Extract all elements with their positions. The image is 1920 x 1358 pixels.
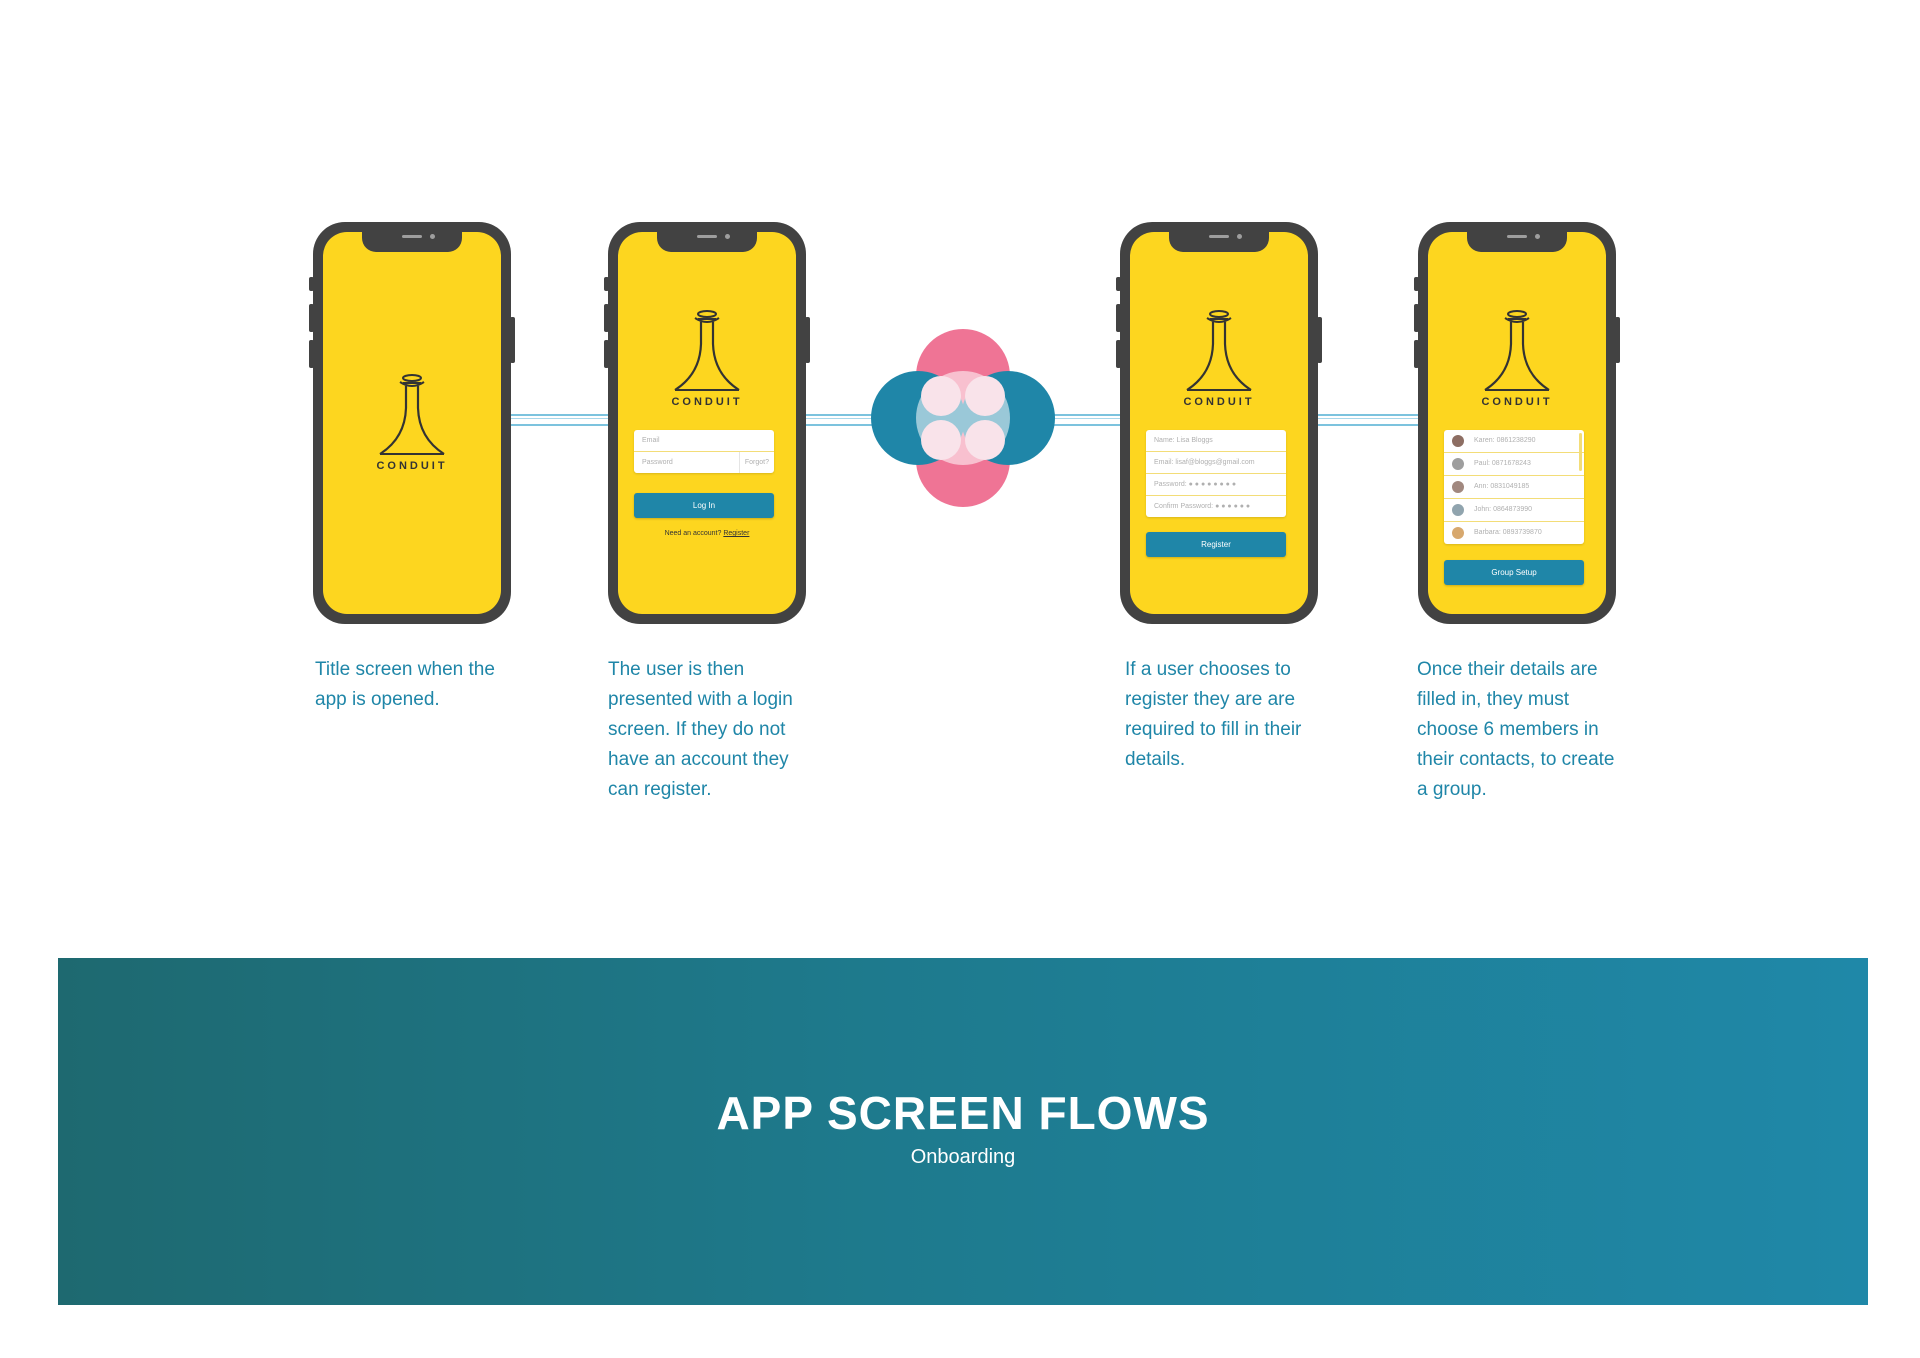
login-form: Email Password Forgot? bbox=[634, 430, 774, 473]
account-prompt-text: Need an account? bbox=[664, 530, 722, 537]
brand-wordmark: CONDUIT bbox=[671, 396, 743, 408]
brand-wordmark: CONDUIT bbox=[376, 460, 448, 472]
phone-notch bbox=[1169, 230, 1269, 252]
register-form: Name: Lisa Bloggs Email: lisaf@bloggs@gm… bbox=[1146, 430, 1286, 517]
phone-notch bbox=[362, 230, 462, 252]
contact-label: Barbara: 0893739870 bbox=[1474, 529, 1542, 536]
contact-label: Paul: 0871678243 bbox=[1474, 460, 1531, 467]
email-field[interactable]: Email: lisaf@bloggs@gmail.com bbox=[1146, 452, 1286, 474]
phone-notch bbox=[657, 230, 757, 252]
avatar bbox=[1452, 435, 1464, 447]
lighthouse-icon bbox=[1186, 310, 1252, 391]
avatar bbox=[1452, 481, 1464, 493]
avatar bbox=[1452, 458, 1464, 470]
caption-title-screen: Title screen when the app is opened. bbox=[315, 659, 495, 710]
contact-label: Karen: 0861238290 bbox=[1474, 437, 1536, 444]
phone-title-screen: CONDUIT bbox=[309, 222, 515, 624]
register-link[interactable]: Register bbox=[723, 530, 750, 537]
contact-label: John: 0864873990 bbox=[1474, 506, 1532, 513]
phone-register-screen: CONDUIT Name: Lisa Bloggs Email: lisaf@b… bbox=[1116, 222, 1322, 624]
contact-item[interactable]: Karen: 0861238290 bbox=[1444, 430, 1584, 453]
banner-subtitle: Onboarding bbox=[910, 1146, 1016, 1168]
flow-connector bbox=[505, 414, 613, 426]
contact-list[interactable]: Karen: 0861238290 Paul: 0871678243 Ann: … bbox=[1444, 430, 1584, 544]
caption-group-screen: Once their details are filled in, they m… bbox=[1417, 659, 1615, 800]
phone-group-screen: CONDUIT Karen: 0861238290 Paul: 08716782… bbox=[1414, 222, 1620, 624]
avatar bbox=[1452, 527, 1464, 539]
contact-item[interactable]: John: 0864873990 bbox=[1444, 499, 1584, 522]
contact-label: Ann: 0831049185 bbox=[1474, 483, 1530, 490]
caption-login-screen: The user is then presented with a login … bbox=[608, 659, 793, 800]
login-screen: CONDUIT Email Password Forgot? Log In Nee… bbox=[618, 232, 796, 614]
flow-connector bbox=[1308, 414, 1420, 426]
group-setup-screen: CONDUIT Karen: 0861238290 Paul: 08716782… bbox=[1428, 232, 1606, 614]
caption-register-screen: If a user chooses to register they are a… bbox=[1125, 659, 1302, 770]
contact-item[interactable]: Ann: 0831049185 bbox=[1444, 476, 1584, 499]
avatar bbox=[1452, 504, 1464, 516]
lighthouse-icon bbox=[379, 374, 445, 455]
section-banner: APP SCREEN FLOWS Onboarding bbox=[58, 958, 1868, 1305]
email-field[interactable]: Email bbox=[634, 430, 774, 452]
register-button[interactable]: Register bbox=[1146, 532, 1286, 557]
register-prompt: Need an account? Register bbox=[618, 530, 796, 537]
password-placeholder: Password bbox=[642, 459, 673, 466]
phone-login-screen: CONDUIT Email Password Forgot? Log In Nee… bbox=[604, 222, 810, 624]
conduit-logo: CONDUIT bbox=[1169, 304, 1269, 408]
banner-title: APP SCREEN FLOWS bbox=[716, 1087, 1210, 1139]
forgot-password-link[interactable]: Forgot? bbox=[738, 452, 774, 473]
conduit-logo: CONDUIT bbox=[1467, 304, 1567, 408]
confirm-password-field[interactable]: Confirm Password: ● ● ● ● ● ● bbox=[1154, 503, 1251, 510]
lighthouse-icon bbox=[1484, 310, 1550, 391]
lighthouse-icon bbox=[674, 310, 740, 391]
password-field[interactable]: Password: ● ● ● ● ● ● ● ● bbox=[1146, 474, 1286, 496]
conduit-brand-mark-icon bbox=[871, 329, 1055, 507]
contact-item[interactable]: Barbara: 0893739870 bbox=[1444, 522, 1584, 544]
brand-wordmark: CONDUIT bbox=[1481, 396, 1553, 408]
conduit-logo: CONDUIT bbox=[657, 304, 757, 408]
title-screen: CONDUIT bbox=[323, 232, 501, 614]
email-placeholder: Email bbox=[642, 437, 660, 444]
contact-item[interactable]: Paul: 0871678243 bbox=[1444, 453, 1584, 476]
conduit-logo: CONDUIT bbox=[362, 368, 462, 472]
name-field[interactable]: Name: Lisa Bloggs bbox=[1146, 430, 1286, 452]
brand-wordmark: CONDUIT bbox=[1183, 396, 1255, 408]
login-button[interactable]: Log In bbox=[634, 493, 774, 518]
register-screen: CONDUIT Name: Lisa Bloggs Email: lisaf@b… bbox=[1130, 232, 1308, 614]
group-setup-button[interactable]: Group Setup bbox=[1444, 560, 1584, 585]
password-field[interactable]: Password Forgot? bbox=[634, 452, 774, 473]
phone-notch bbox=[1467, 230, 1567, 252]
